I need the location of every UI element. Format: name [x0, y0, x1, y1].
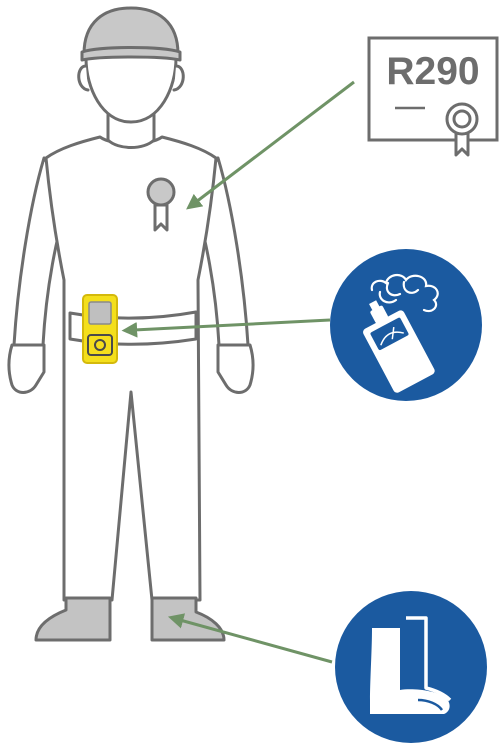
left-hand — [9, 345, 44, 393]
arrow-certificate-to-badge — [196, 82, 354, 202]
certificate-icon: R290 — [369, 38, 497, 155]
gas-detector-icon — [83, 295, 117, 363]
certificate-seal-icon — [447, 104, 477, 155]
cap-brim — [82, 48, 180, 61]
safety-boots-sign-icon — [335, 591, 487, 743]
certificate-label: R290 — [386, 50, 479, 93]
worker-figure-icon — [9, 8, 253, 640]
right-hand — [218, 345, 253, 393]
coverall-body — [46, 137, 216, 600]
leak-detector-sign-icon — [330, 249, 482, 401]
left-boot — [36, 598, 110, 640]
right-boot — [152, 598, 224, 640]
